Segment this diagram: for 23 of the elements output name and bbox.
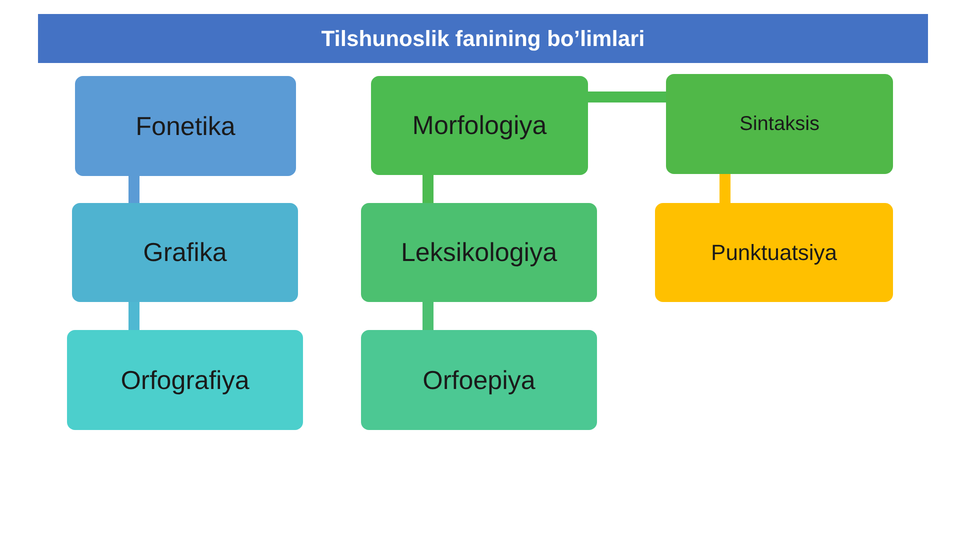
box-label: Fonetika xyxy=(136,110,236,142)
category-box xyxy=(75,76,296,176)
box-label: Orfoepiya xyxy=(422,364,536,396)
connector-line xyxy=(128,176,140,203)
connector-line xyxy=(422,175,434,203)
connector-line xyxy=(128,302,140,330)
connector-line xyxy=(588,92,666,102)
category-box xyxy=(371,76,588,175)
box-label: Leksikologiya xyxy=(400,237,558,268)
connector-line xyxy=(422,302,434,330)
category-box xyxy=(67,330,303,430)
category-box xyxy=(666,74,893,174)
box-label: Punktuatsiya xyxy=(711,240,837,266)
title-bar: Tilshunoslik fanining bo’limlari xyxy=(38,14,928,63)
box-label: Sintaksis xyxy=(739,112,820,136)
box-label: Grafika xyxy=(143,237,227,268)
category-box xyxy=(72,203,298,302)
connector-line xyxy=(720,174,730,203)
category-box xyxy=(361,330,597,430)
category-box xyxy=(655,203,893,302)
box-label: Orfografiya xyxy=(120,364,250,396)
box-label: Morfologiya xyxy=(412,110,547,141)
category-box xyxy=(361,203,597,302)
